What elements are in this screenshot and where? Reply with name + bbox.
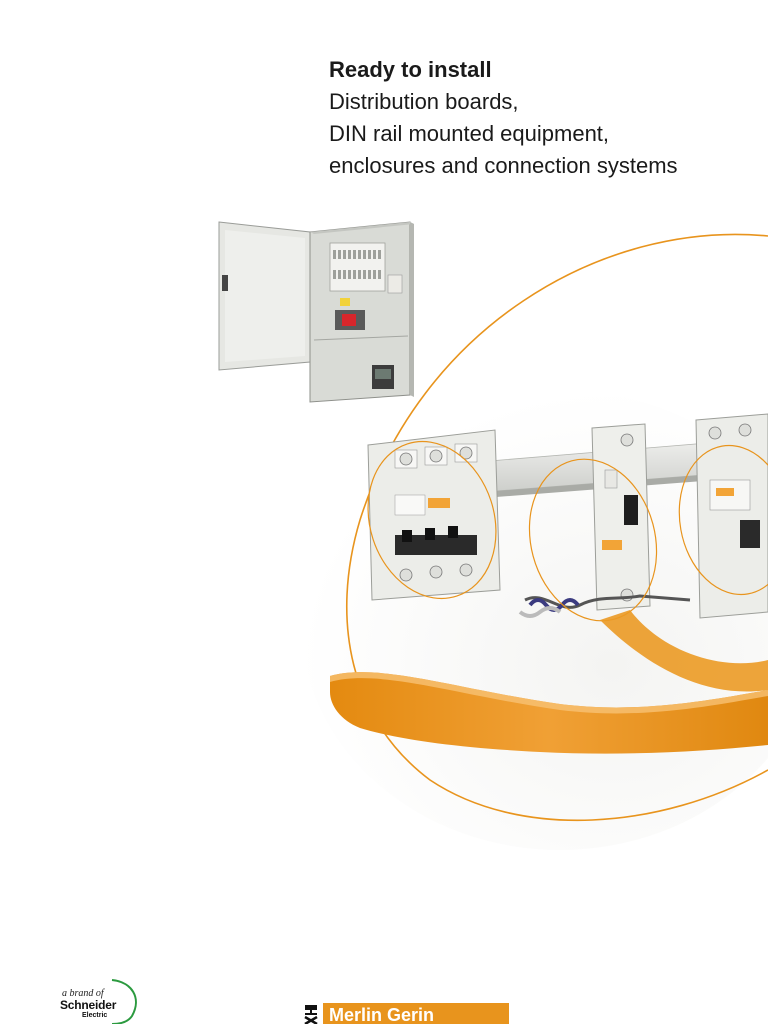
orange-ribbon-swoosh — [330, 672, 768, 754]
large-ring-outline — [345, 233, 768, 822]
merlin-gerin-logo: Merlin Gerin — [303, 1003, 509, 1025]
distribution-board-image — [218, 221, 414, 403]
subtitle-line-1: Distribution boards, — [329, 89, 519, 114]
rcd-highlight-ring — [678, 444, 768, 596]
schneider-swoosh-icon — [111, 979, 137, 1024]
subtitle-line-3: enclosures and connection systems — [329, 153, 678, 178]
schneider-name: Schneider — [60, 998, 117, 1012]
schneider-electric-logo: a brand of Schneider Electric — [50, 972, 150, 1024]
schneider-sub: Electric — [82, 1012, 108, 1019]
single-pole-breaker-image — [518, 423, 691, 618]
merlin-gerin-mark-icon — [303, 1003, 319, 1024]
breaker-highlight-ring — [367, 440, 497, 600]
cover-illustration — [218, 221, 768, 850]
cover-title: Ready to install — [329, 57, 492, 82]
residual-current-device-image — [695, 413, 768, 619]
ribbon-upper-fold — [600, 610, 768, 692]
subtitle-line-2: DIN rail mounted equipment, — [329, 121, 610, 146]
cover-heading: Ready to install Distribution boards, DI… — [329, 54, 678, 182]
brand-of-text: a brand of — [62, 988, 104, 999]
merlin-gerin-name: Merlin Gerin — [329, 1005, 435, 1025]
merlin-gerin-bar: Merlin Gerin — [323, 1003, 509, 1025]
three-pole-breaker-image — [367, 429, 501, 601]
ribbon-highlight — [330, 672, 768, 714]
